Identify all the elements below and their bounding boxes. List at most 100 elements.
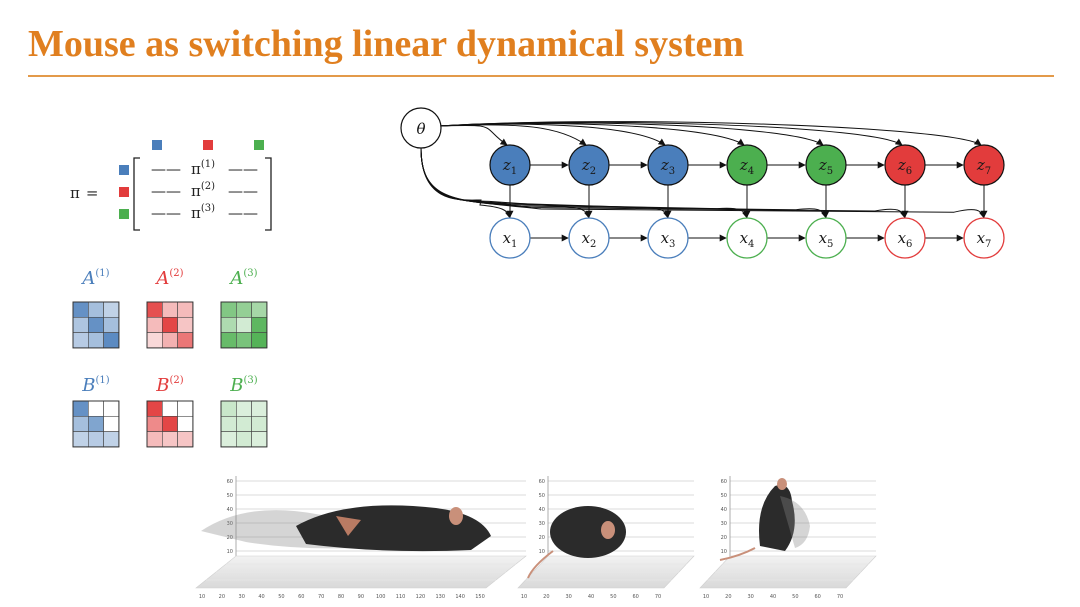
matrix-A-label-base-3: A (228, 268, 243, 289)
theta-node (400, 107, 442, 149)
matrix-A-label-2: A(2) (154, 268, 183, 289)
mouse-ear-icon (601, 521, 615, 539)
matrix-B-3-cell (251, 415, 268, 432)
z-node-label-7: z7 (976, 156, 991, 177)
mouse-plot-xtick: 40 (770, 594, 776, 600)
mouse-plot-ytick: 50 (721, 493, 727, 499)
pi-equals: = (86, 184, 99, 202)
mouse-plot-xtick: 50 (278, 594, 284, 600)
matrix-B-2-border (146, 400, 194, 448)
mouse-body-icon (759, 485, 795, 551)
matrix-A-1-cell (72, 332, 89, 349)
matrix-A-3-cell (220, 301, 237, 318)
edge-theta-z3 (438, 123, 666, 146)
z-node-2 (568, 144, 610, 186)
z-node-label-7-script: 7 (985, 166, 991, 177)
pi-column-marker-2 (203, 140, 213, 150)
matrix-A-1-cell (88, 301, 104, 318)
matrix-B-1-cell (103, 431, 120, 448)
matrix-A-3-cell (251, 332, 268, 349)
z-node-label-2-base: z (581, 156, 590, 174)
matrix-A-2-cell (146, 301, 163, 318)
pi-row-label-3: π(3) (191, 203, 215, 222)
x-node-4 (726, 217, 768, 259)
mouse-plot-ytick: 20 (539, 535, 545, 541)
matrix-B-3-cell (251, 431, 268, 448)
matrix-A-2-cell (146, 316, 163, 333)
matrix-B-3-cell (251, 400, 268, 417)
matrix-A-2-cell (162, 332, 178, 349)
matrix-A-3-cell (236, 301, 252, 318)
mouse-plot-xtick: 40 (588, 594, 594, 600)
z-node-label-2-script: 2 (590, 166, 596, 177)
pi-row-left-dash-3: —— (151, 204, 181, 222)
mouse-plot-xtick: 60 (632, 594, 638, 600)
pi-row-marker-3 (119, 209, 129, 219)
matrix-B-1-cell (103, 415, 120, 432)
matrix-B-2-cell (177, 400, 194, 417)
matrix-B-1-cell (88, 431, 104, 448)
z-node-4 (726, 144, 768, 186)
z-node-label-6-script: 6 (906, 166, 912, 177)
mouse-plot-xtick: 50 (792, 594, 798, 600)
mouse-plot-ytick: 60 (539, 479, 545, 485)
x-node-label-5: x5 (819, 229, 834, 250)
matrix-B-3-cell (220, 431, 237, 448)
matrix-B-2-cell (162, 415, 178, 432)
x-node-label-2-script: 2 (590, 239, 596, 250)
mouse-plot-ytick: 60 (227, 479, 233, 485)
matrix-A-2-cell (177, 316, 194, 333)
matrix-B-label-2: B(2) (155, 375, 183, 396)
matrix-A-label-1: A(1) (80, 268, 109, 289)
mouse-plot-xtick: 100 (376, 594, 386, 600)
z-node-label-3: z3 (660, 156, 675, 177)
x-node-label-2-base: x (582, 229, 591, 247)
matrix-B-1-cell (103, 400, 120, 417)
z-node-label-5-script: 5 (827, 166, 833, 177)
x-node-label-7-base: x (977, 229, 986, 247)
matrix-A-3-cell (251, 301, 268, 318)
pi-row-right-dash-3: —— (228, 204, 258, 222)
matrix-B-label-base-2: B (155, 375, 169, 396)
matrix-A-3-cell (236, 332, 252, 349)
edge-theta-z7 (438, 121, 982, 146)
matrix-A-label-base-1: A (80, 268, 95, 289)
x-node-label-1-script: 1 (511, 239, 517, 250)
mouse-plot-xtick: 110 (396, 594, 406, 600)
mouse-plot-xtick: 60 (298, 594, 304, 600)
mouse-plot-xtick: 10 (703, 594, 709, 600)
mouse-plot-ytick: 30 (227, 521, 233, 527)
pi-row-label-2-base: π (191, 182, 201, 200)
pi-row-label-1-base: π (191, 160, 201, 178)
matrix-A-label-base-2: A (154, 268, 169, 289)
mouse-plot-ytick: 50 (227, 493, 233, 499)
z-node-label-4: z4 (739, 156, 754, 177)
mouse-plot-ytick: 10 (721, 549, 727, 555)
mouse-ear-icon (777, 478, 787, 490)
edge-theta-z2 (438, 124, 587, 146)
x-node-label-5-base: x (819, 229, 828, 247)
mouse-plot-xtick: 30 (747, 594, 753, 600)
pi-right-bracket (265, 157, 272, 231)
z-node-label-4-base: z (739, 156, 748, 174)
mouse-plot-ytick: 20 (227, 535, 233, 541)
matrix-B-2-cell (162, 400, 178, 417)
mouse-plot-xtick: 10 (521, 594, 527, 600)
mouse-plot-xtick: 70 (318, 594, 324, 600)
matrix-A-2-cell (146, 332, 163, 349)
pi-row-left-dash-1: —— (151, 160, 181, 178)
x-node-label-4: x4 (740, 229, 755, 250)
matrix-A-2-cell (162, 301, 178, 318)
mouse-plot-xtick: 30 (565, 594, 571, 600)
mouse-plot-xtick: 120 (416, 594, 426, 600)
matrix-B-3-cell (220, 400, 237, 417)
mouse-plot-ytick: 20 (721, 535, 727, 541)
matrix-A-1-border (72, 301, 120, 349)
matrix-A-1-cell (103, 316, 120, 333)
z-node-7 (963, 144, 1005, 186)
matrix-B-2-cell (146, 431, 163, 448)
pi-symbol: π= (70, 184, 98, 202)
x-node-label-7: x7 (977, 229, 992, 250)
